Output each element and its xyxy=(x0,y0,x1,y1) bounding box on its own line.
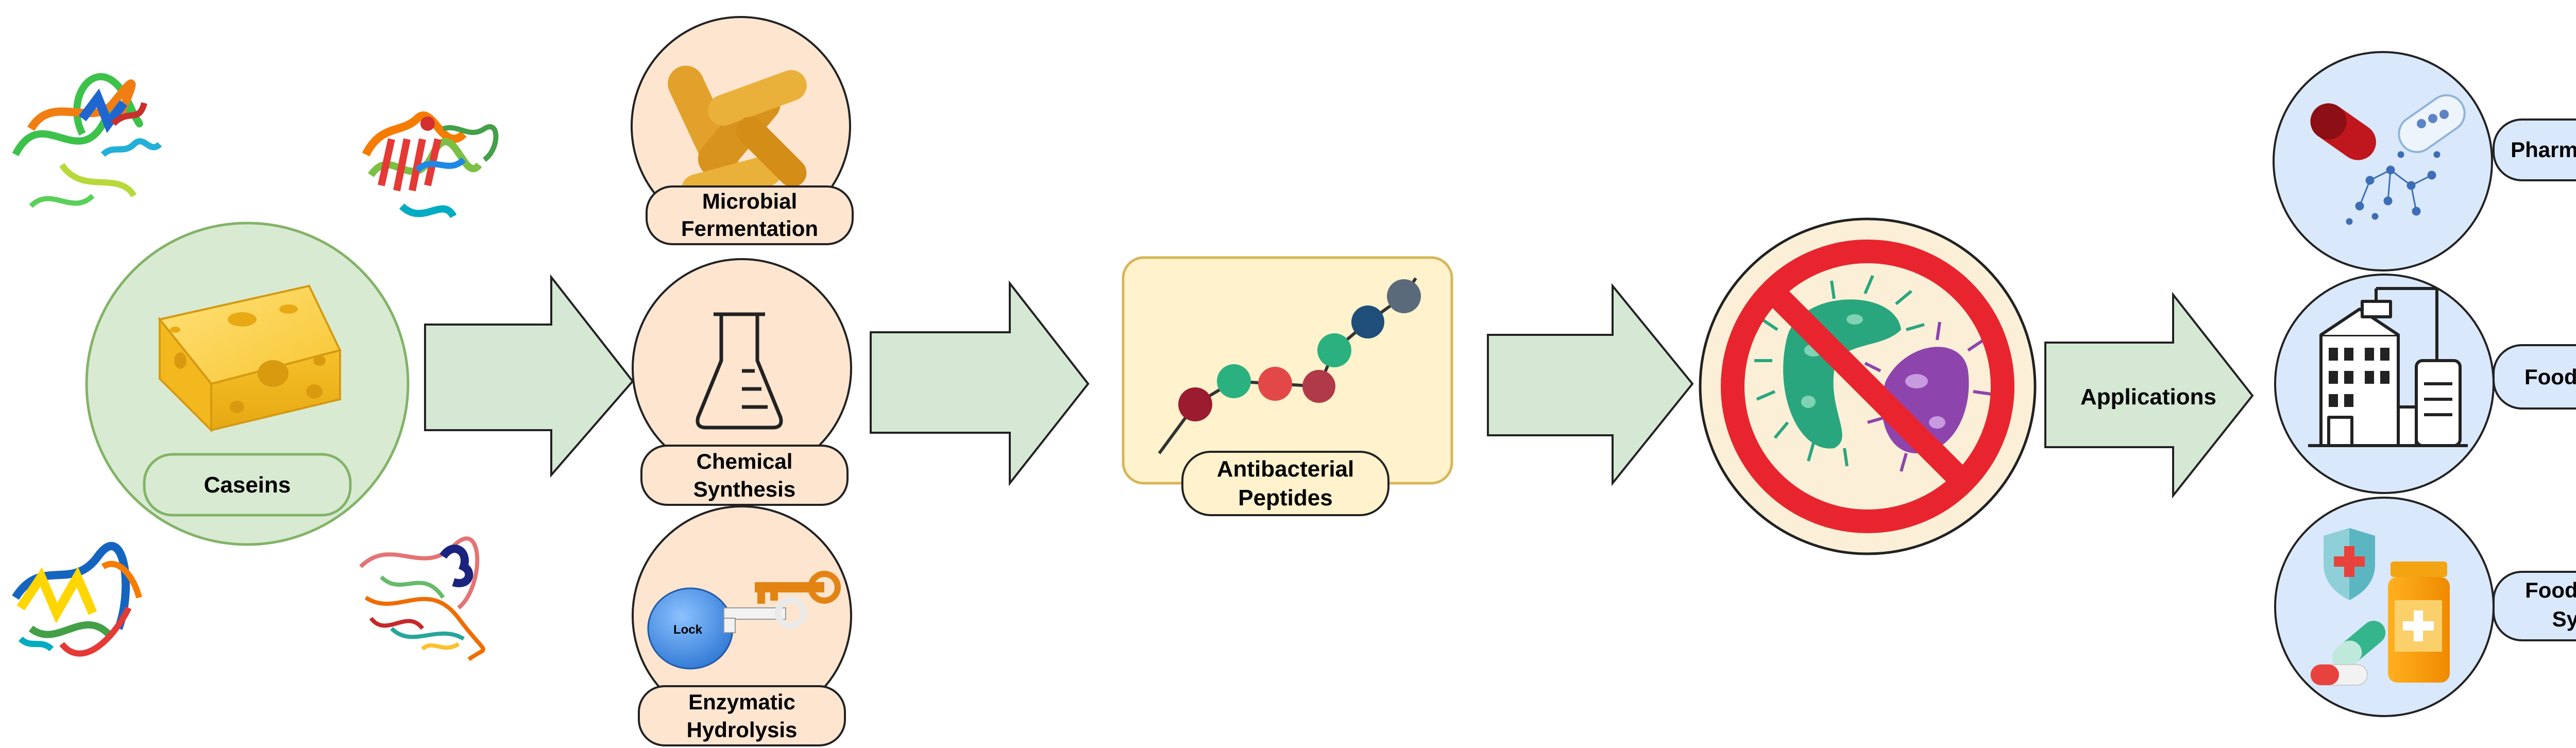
food-industry-node: Food Industry xyxy=(2274,274,2576,494)
pharmaceuticals-label: Pharmaceuticals xyxy=(2511,138,2576,162)
peptide-bead xyxy=(1258,367,1292,401)
microbial-label-line2: Fermentation xyxy=(681,216,818,241)
caseins-node: Caseins xyxy=(85,222,410,546)
peptide-bead xyxy=(1317,333,1351,367)
caseins-label: Caseins xyxy=(204,472,291,498)
microbial-label-box xyxy=(646,185,854,245)
microbial-fermentation-node: Microbial Fermentation xyxy=(631,16,854,245)
protein-structure-bottom-right-icon xyxy=(359,536,485,661)
factory-icon xyxy=(2308,287,2468,447)
antibacterial-peptides-node: Antibacterial Peptides xyxy=(1122,256,1453,516)
applications-arrow: Applications xyxy=(2044,292,2254,499)
chemical-synthesis-node: Chemical Synthesis xyxy=(632,258,852,506)
peptide-bead xyxy=(1217,364,1251,398)
protein-structure-top-left-icon xyxy=(12,73,162,208)
microbial-label-line1: Microbial xyxy=(702,189,797,213)
peptide-bead xyxy=(1387,279,1421,313)
peptides-label-line1: Antibacterial xyxy=(1217,456,1354,482)
enzymatic-hydrolysis-node: Lock Enzymatic Hydrolysis xyxy=(632,505,852,746)
arrow-peptides-to-antibacterial xyxy=(1487,283,1694,486)
arrow-caseins-to-methods xyxy=(424,274,634,478)
food-delivery-label-box xyxy=(2493,571,2576,641)
applications-arrow-label: Applications xyxy=(2080,384,2216,410)
food-industry-label-box xyxy=(2493,344,2576,410)
enzymatic-label-line2: Hydrolysis xyxy=(687,718,798,742)
medicine-delivery-icon xyxy=(2310,528,2450,686)
chemical-label-line1: Chemical xyxy=(697,449,793,473)
antibacterial-effect-node xyxy=(1699,217,2037,555)
peptides-label-line2: Peptides xyxy=(1238,485,1332,511)
pharmaceuticals-label-box xyxy=(2493,118,2576,181)
peptides-label-box xyxy=(1181,451,1389,516)
lock-label: Lock xyxy=(673,623,703,637)
bacteria-rods-icon xyxy=(668,65,807,206)
pharmaceuticals-node: Pharmaceuticals xyxy=(2273,51,2576,271)
food-delivery-node: Food Delivery Systems xyxy=(2274,497,2576,717)
peptide-chain-icon xyxy=(1158,277,1421,454)
enzymatic-label-box xyxy=(638,685,846,746)
flask-icon xyxy=(696,312,783,430)
peptide-bead xyxy=(1178,387,1212,421)
arrow-methods-to-peptides xyxy=(870,280,1090,486)
food-delivery-label-line2: Systems xyxy=(2552,607,2576,631)
chemical-label-line2: Synthesis xyxy=(693,477,795,501)
capsule-pills-icon xyxy=(2310,94,2466,225)
protein-structure-top-right-icon xyxy=(362,111,499,218)
peptide-bead xyxy=(1302,370,1335,403)
lock-and-key-icon: Lock xyxy=(647,571,841,670)
food-industry-label: Food Industry xyxy=(2524,365,2576,389)
caseins-label-box xyxy=(143,453,352,517)
enzymatic-label-line1: Enzymatic xyxy=(688,690,795,714)
peptide-bead xyxy=(1351,305,1384,338)
cheese-icon xyxy=(158,284,342,433)
chemical-label-box xyxy=(640,445,849,506)
prohibited-sign-icon xyxy=(1721,240,2014,533)
food-delivery-label-line1: Food Delivery xyxy=(2525,578,2576,602)
protein-structure-bottom-left-icon xyxy=(12,542,142,657)
